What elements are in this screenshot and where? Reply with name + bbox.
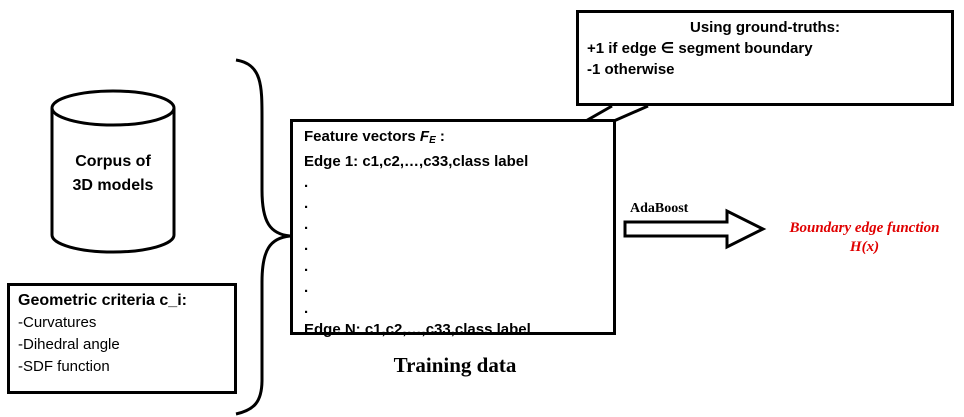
brace-icon xyxy=(235,58,291,416)
edge-1-row: Edge 1: c1,c2,…,c33,class label xyxy=(304,153,529,170)
callout-line-1: +1 if edge ∈ segment boundary xyxy=(587,40,813,57)
feature-subscript: E xyxy=(429,135,436,146)
training-data-label: Training data xyxy=(393,353,517,377)
output-line-1: Boundary edge function xyxy=(789,220,940,236)
adaboost-arrow-icon xyxy=(623,208,767,250)
boundary-edge-function-label: Boundary edge function H(x) xyxy=(765,219,964,257)
dot-row: . xyxy=(304,258,309,275)
dot-row: . xyxy=(304,174,309,191)
callout-line-2: -1 otherwise xyxy=(587,61,675,78)
dot-row: . xyxy=(304,195,309,212)
dot-row: . xyxy=(304,216,309,233)
feature-colon: : xyxy=(435,128,445,145)
feature-title-text: Feature vectors xyxy=(304,128,420,145)
corpus-label: Corpus of 3D models xyxy=(52,150,174,198)
feature-vectors-title: Feature vectors FE : xyxy=(304,126,605,151)
corpus-line-2: 3D models xyxy=(72,177,154,194)
adaboost-label: AdaBoost xyxy=(630,201,689,216)
geometric-criteria-box: Geometric criteria c_i: -Curvatures -Dih… xyxy=(7,283,237,394)
edge-n-row: Edge N: c1,c2,…,c33,class label xyxy=(304,321,531,338)
dot-row: . xyxy=(304,279,309,296)
criteria-item: -SDF function xyxy=(18,358,110,375)
dot-row: . xyxy=(304,300,309,317)
dot-row: . xyxy=(304,237,309,254)
criteria-title: Geometric criteria c_i: xyxy=(18,292,187,309)
feature-vectors-box: Feature vectors FE : Edge 1: c1,c2,…,c33… xyxy=(290,119,616,338)
feature-symbol: F xyxy=(419,128,430,145)
cylinder-icon xyxy=(50,89,176,254)
criteria-item: -Dihedral angle xyxy=(18,336,120,353)
ground-truth-callout: Using ground-truths: +1 if edge ∈ segmen… xyxy=(576,10,954,106)
output-line-2: H(x) xyxy=(849,239,880,255)
callout-title: Using ground-truths: xyxy=(690,19,840,36)
corpus-line-1: Corpus of xyxy=(75,153,151,170)
criteria-item: -Curvatures xyxy=(18,314,97,331)
